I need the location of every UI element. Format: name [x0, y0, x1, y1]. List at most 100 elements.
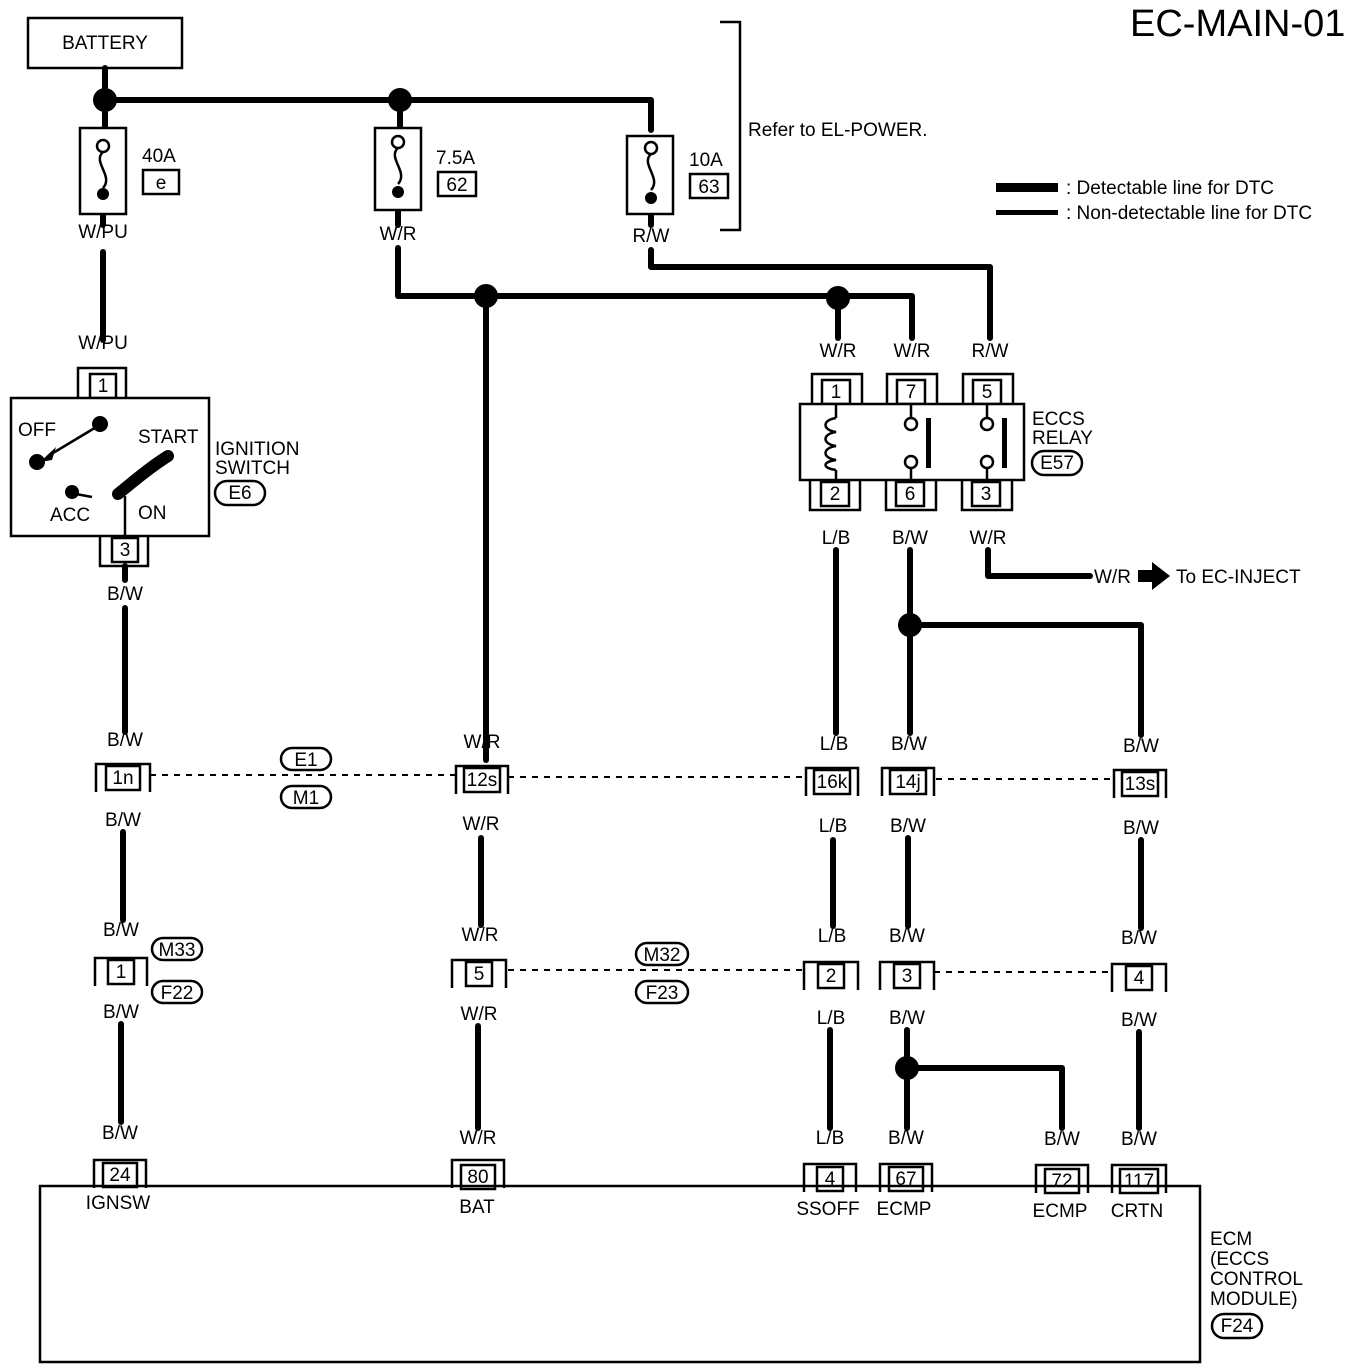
ecm-terminal: ECMP	[1033, 1201, 1088, 1222]
fuse-40a-amp: 40A	[142, 146, 176, 167]
fuse-40a: 40A e	[78, 126, 181, 216]
wire-label: W/R	[464, 732, 501, 753]
relay-connector: E57	[1040, 453, 1074, 474]
inject-wire: W/R	[1094, 567, 1131, 588]
svg-text:3: 3	[902, 966, 913, 987]
wire-label: L/B	[819, 816, 848, 837]
ecm-terminal: IGNSW	[86, 1193, 150, 1214]
wire-label: B/W	[890, 816, 926, 837]
wire-label: R/W	[633, 226, 670, 247]
eccs-relay: 1 7 5 2 6 3	[798, 372, 1026, 512]
wire-label: B/W	[102, 1123, 138, 1144]
fuse-7-5a-amp: 7.5A	[436, 148, 475, 169]
svg-text:80: 80	[467, 1167, 488, 1188]
inject-arrow-icon	[1138, 562, 1170, 590]
wire-label: B/W	[103, 1002, 139, 1023]
battery-box	[26, 16, 184, 70]
wire-label: W/R	[970, 528, 1007, 549]
ignition-on: ON	[138, 503, 167, 524]
joint2-pins: 1 5 2 3 4	[93, 956, 1168, 992]
relay-name1: ECCS	[1032, 409, 1085, 430]
fuse-7-5a-id: 62	[446, 175, 467, 196]
ignition-connector: E6	[228, 483, 251, 504]
wire-label: B/W	[1121, 1010, 1157, 1031]
relay-pin: 1	[831, 382, 842, 403]
wire-label: W/R	[461, 1004, 498, 1025]
wire-label: W/R	[380, 224, 417, 245]
svg-text:1n: 1n	[112, 768, 133, 789]
wire-label: R/W	[972, 341, 1009, 362]
wire-label: B/W	[892, 528, 928, 549]
ignition-name1: IGNITION	[215, 439, 299, 460]
svg-text:16k: 16k	[817, 772, 848, 793]
svg-text:5: 5	[474, 964, 485, 985]
ignition-acc: ACC	[50, 505, 90, 526]
fuse-10a-amp: 10A	[689, 150, 723, 171]
joint2-dash	[508, 969, 1112, 973]
wire-label: B/W	[888, 1128, 924, 1149]
ecm-name: CONTROL	[1210, 1269, 1303, 1290]
wire-label: B/W	[1123, 818, 1159, 839]
svg-text:13s: 13s	[1125, 774, 1156, 795]
relay-pin: 5	[982, 382, 993, 403]
wire-label: B/W	[891, 734, 927, 755]
ignition-start: START	[138, 427, 199, 448]
wire-label: B/W	[1044, 1129, 1080, 1150]
wire-label: W/R	[462, 925, 499, 946]
svg-text:72: 72	[1051, 1171, 1072, 1192]
refer-text: Refer to EL-POWER.	[748, 120, 928, 141]
relay-pin: 7	[906, 382, 917, 403]
ecm-name: (ECCS	[1210, 1249, 1269, 1270]
relay-pin: 2	[830, 484, 841, 505]
svg-text:E1: E1	[294, 750, 317, 771]
wire-label: B/W	[889, 1008, 925, 1029]
joint2-left-connector: M33 F22	[150, 936, 204, 1005]
refer-bracket	[720, 20, 742, 232]
wire-label: W/R	[463, 814, 500, 835]
ecm-box	[38, 1184, 1202, 1364]
ecm-terminal: SSOFF	[796, 1199, 859, 1220]
wire-label: B/W	[1121, 928, 1157, 949]
wire-label: W/R	[460, 1128, 497, 1149]
wire-label: B/W	[107, 730, 143, 751]
svg-text:2: 2	[826, 966, 837, 987]
svg-text:12s: 12s	[467, 770, 498, 791]
ecm-terminal: CRTN	[1111, 1201, 1163, 1222]
wire-label: B/W	[103, 920, 139, 941]
inject-label: To EC-INJECT	[1176, 567, 1301, 588]
joint1-connector: E1 M1	[279, 746, 333, 810]
splice-points	[93, 88, 922, 1080]
legend-detectable: : Detectable line for DTC	[1066, 178, 1274, 199]
joint1-dash	[150, 774, 1116, 780]
svg-text:4: 4	[1134, 968, 1145, 989]
wire-label: B/W	[1121, 1129, 1157, 1150]
page-title: EC-MAIN-01	[1130, 3, 1345, 45]
ignition-pin-bottom: 3	[120, 540, 131, 561]
relay-pin: 3	[981, 484, 992, 505]
ecm-terminal: BAT	[459, 1197, 495, 1218]
fuse-40a-id: e	[156, 173, 167, 194]
wire-label: L/B	[816, 1128, 845, 1149]
ignition-off: OFF	[18, 420, 56, 441]
svg-text:1: 1	[116, 962, 127, 983]
joint1-pins: 1n 12s 16k 14j 13s	[94, 762, 1168, 798]
wire-label: W/PU	[78, 333, 128, 354]
joint2-connector: M32 F23	[634, 941, 690, 1005]
wire-label: B/W	[1123, 736, 1159, 757]
battery-label: BATTERY	[62, 33, 148, 54]
ecm-connector: F24	[1221, 1316, 1254, 1337]
wire-label: B/W	[889, 926, 925, 947]
svg-text:14j: 14j	[895, 772, 920, 793]
svg-text:M33: M33	[159, 940, 196, 961]
wire-label: L/B	[817, 1008, 846, 1029]
wire-label: L/B	[822, 528, 851, 549]
wire-label: W/PU	[78, 222, 128, 243]
wire-label: L/B	[818, 926, 847, 947]
fuse-7-5a: 7.5A 62	[373, 126, 478, 212]
ignition-name2: SWITCH	[215, 458, 290, 479]
svg-text:M32: M32	[644, 945, 681, 966]
fuse-10a: 10A 63	[625, 134, 730, 216]
wire-label: B/W	[105, 810, 141, 831]
fuse-10a-id: 63	[698, 177, 719, 198]
